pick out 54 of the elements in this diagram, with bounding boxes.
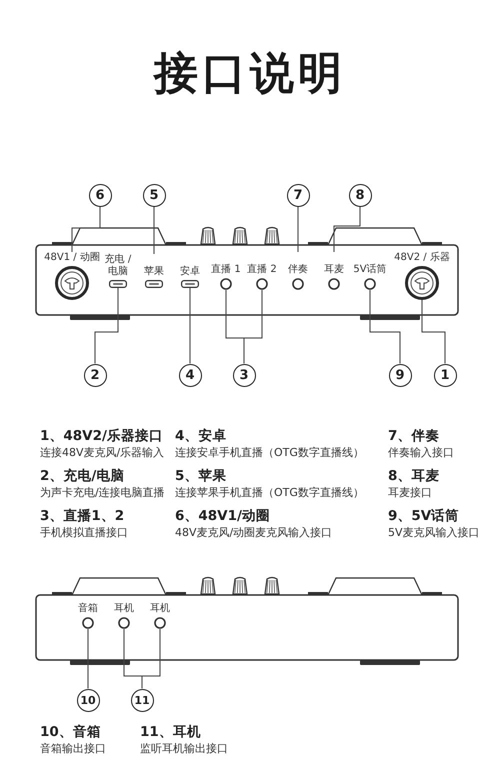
port-label: 耳机	[150, 603, 170, 615]
page-title: 接口说明	[154, 48, 346, 101]
port-label: 直播 1	[211, 264, 241, 276]
leader-line	[244, 290, 262, 364]
port-label: 安卓	[180, 266, 200, 278]
leader-line	[422, 300, 446, 364]
port-heading: 1、48V2/乐器接口	[40, 428, 163, 444]
port-heading: 3、直播1、2	[40, 508, 124, 524]
port-heading: 4、安卓	[175, 428, 226, 444]
leader-line	[72, 206, 100, 252]
callout-number: 7	[286, 184, 310, 206]
port-description: 连接苹果手机直播（OTG数字直播线）	[175, 486, 364, 500]
port-heading: 10、音箱	[40, 724, 101, 740]
port-label: 5V话筒	[353, 264, 387, 276]
port-label: 耳麦	[324, 264, 344, 276]
port-heading: 9、5V话筒	[388, 508, 460, 524]
port-description: 为声卡充电/连接电脑直播	[40, 486, 165, 500]
callout-number: 10	[76, 688, 100, 712]
port-label: 直播 2	[247, 264, 277, 276]
port-description: 手机模拟直播接口	[40, 526, 128, 540]
callout-number: 4	[178, 364, 202, 386]
leader-line	[334, 206, 360, 252]
callout-number: 3	[232, 364, 256, 386]
port-label: 耳机	[114, 603, 134, 615]
callout-number: 2	[84, 364, 106, 386]
port-description: 伴奏输入接口	[388, 446, 454, 460]
callout-number: 9	[388, 364, 412, 386]
port-description: 监听耳机输出接口	[140, 742, 228, 756]
port-label: 音箱	[78, 603, 98, 615]
port-label: 48V2 / 乐器	[394, 252, 450, 264]
leader-line	[142, 628, 160, 689]
port-heading: 5、苹果	[175, 468, 226, 484]
port-label: 充电 / 电脑	[104, 254, 132, 278]
port-description: 5V麦克风输入接口	[388, 526, 480, 540]
port-heading: 8、耳麦	[388, 468, 440, 484]
callout-number: 1	[434, 364, 456, 386]
port-heading: 6、48V1/动圈	[175, 508, 270, 524]
port-description: 连接安卓手机直播（OTG数字直播线）	[175, 446, 364, 460]
callout-number: 6	[88, 184, 112, 206]
port-label: 伴奏	[288, 264, 308, 276]
port-heading: 11、耳机	[140, 724, 201, 740]
port-heading: 7、伴奏	[388, 428, 440, 444]
port-heading: 2、充电/电脑	[40, 468, 124, 484]
port-description: 音箱输出接口	[40, 742, 106, 756]
port-description: 48V麦克风/动圈麦克风输入接口	[175, 526, 332, 540]
port-label: 苹果	[144, 266, 164, 278]
callout-number: 5	[142, 184, 166, 206]
port-label: 48V1 / 动圈	[44, 252, 100, 264]
port-description: 耳麦接口	[388, 486, 432, 500]
leader-line	[94, 288, 118, 364]
port-description: 连接48V麦克风/乐器输入	[40, 446, 164, 460]
callout-number: 11	[130, 688, 154, 712]
leader-line	[370, 290, 400, 364]
callout-number: 8	[348, 184, 372, 206]
